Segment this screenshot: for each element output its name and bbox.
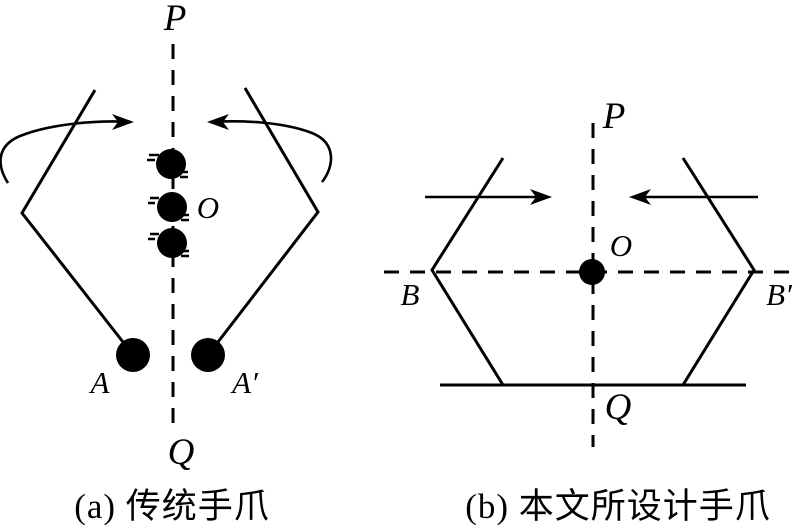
gripper-arm-right-b	[681, 157, 756, 386]
diagram-b-designed-gripper: P Q O B B′ (b) 本文所设计手爪	[384, 96, 794, 525]
fingertip-ball-a	[116, 338, 150, 372]
label-a: A	[89, 365, 111, 400]
gripper-arm-left-a	[20, 89, 125, 343]
translate-arrow-left-head-icon	[530, 189, 552, 205]
translate-arrow-right-head-icon	[629, 189, 651, 205]
rotation-arrow-left-curve	[0, 120, 132, 184]
label-o-b: O	[610, 228, 632, 263]
object-ball-center	[579, 259, 605, 285]
label-o-a: O	[197, 190, 219, 225]
sketch-fuzz-marks	[147, 153, 189, 258]
label-b: B	[401, 277, 420, 312]
object-ball-middle	[157, 192, 187, 222]
fingertip-ball-a-prime	[191, 338, 225, 372]
label-b-prime: B′	[766, 277, 793, 312]
caption-a: (a) 传统手爪	[74, 487, 270, 525]
gripper-arm-left-b	[430, 157, 505, 386]
object-ball-top	[156, 149, 186, 179]
label-p-a: P	[163, 0, 187, 39]
object-ball-bottom	[157, 228, 187, 258]
label-p-b: P	[602, 96, 626, 137]
gripper-arm-right-a	[216, 87, 320, 343]
rotation-arrow-right-head-icon	[207, 114, 229, 130]
rotation-arrow-right-curve	[209, 120, 333, 183]
caption-b: (b) 本文所设计手爪	[465, 487, 771, 525]
label-q-b: Q	[605, 387, 632, 428]
rotation-arrow-left-head-icon	[112, 114, 134, 130]
diagram-a-traditional-gripper: P Q O A A′ (a) 传统手爪	[0, 0, 333, 525]
label-a-prime: A′	[230, 365, 259, 400]
label-q-a: Q	[168, 432, 195, 473]
